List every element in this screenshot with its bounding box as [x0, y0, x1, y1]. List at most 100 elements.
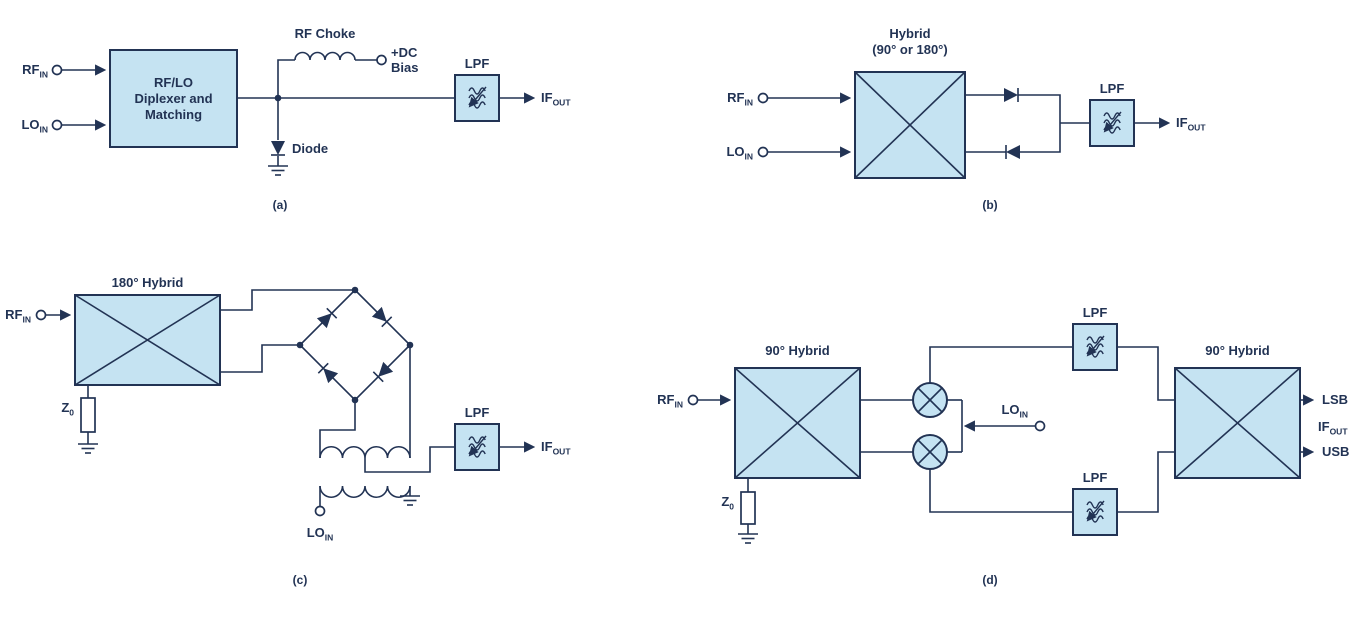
- diplexer-block: [109, 49, 238, 148]
- wire: [1117, 451, 1175, 513]
- label-sub: 0: [729, 502, 734, 512]
- lpf2-label: LPF: [1083, 470, 1108, 485]
- label-base: IF: [1176, 115, 1188, 130]
- label-base: RF: [657, 392, 674, 407]
- lpf1-label: LPF: [1083, 305, 1108, 320]
- hybrid2-label: 90° Hybrid: [1205, 343, 1270, 358]
- z0-label: Z0: [61, 400, 74, 418]
- label-sub: OUT: [553, 447, 572, 457]
- ground-icon: [399, 495, 421, 506]
- caption-d: (d): [982, 573, 997, 587]
- wire: [319, 400, 356, 458]
- label-base: LO: [1001, 402, 1019, 417]
- wire: [364, 446, 455, 473]
- label-base: IF: [541, 439, 553, 454]
- wire: [1018, 94, 1061, 123]
- label-base: IF: [541, 90, 553, 105]
- caption-a: (a): [273, 198, 288, 212]
- lo-in-terminal: [51, 119, 63, 131]
- rf-in-terminal: [35, 309, 47, 321]
- label-base: RF: [5, 307, 22, 322]
- wire: [220, 289, 355, 311]
- diagram-b: Hybrid (90° or 180°) RFIN LOIN LPF IFOUT…: [726, 26, 1206, 212]
- lo-in-terminal: [757, 146, 769, 158]
- if-out-label: IFOUT: [541, 439, 571, 457]
- dc-bias-label-line2: Bias: [391, 60, 418, 75]
- lo-in-terminal: [314, 505, 326, 517]
- diode-icon: [1003, 87, 1019, 103]
- label-sub: IN: [675, 400, 684, 410]
- transformer-secondary-coil: [319, 485, 411, 498]
- ground-icon: [737, 533, 759, 544]
- if-out-label: IFOUT: [1176, 115, 1206, 133]
- rf-in-label: RFIN: [727, 90, 753, 108]
- label-sub: IN: [325, 533, 334, 543]
- wire: [1020, 123, 1061, 153]
- diagram-d: 90° Hybrid RFIN Z0 LOIN LPF: [657, 305, 1349, 587]
- rf-in-label: RFIN: [657, 392, 683, 410]
- diode-icon: [270, 140, 286, 156]
- if-out-label: IFOUT: [541, 90, 571, 108]
- hybrid-label-line2: (90° or 180°): [872, 42, 947, 57]
- rf-in-label: RFIN: [22, 62, 48, 80]
- hybrid-x-line: [1174, 367, 1301, 479]
- hybrid1-label: 90° Hybrid: [765, 343, 830, 358]
- wire: [220, 344, 300, 373]
- label-sub: IN: [40, 70, 49, 80]
- label-sub: 0: [69, 408, 74, 418]
- ground-icon: [267, 165, 289, 176]
- label-sub: IN: [1020, 410, 1029, 420]
- lpf-label: LPF: [465, 56, 490, 71]
- z0-resistor: [740, 491, 756, 525]
- label-base: Z: [61, 400, 69, 415]
- wire: [277, 59, 295, 98]
- rf-in-terminal: [757, 92, 769, 104]
- lsb-label: LSB: [1322, 392, 1348, 407]
- label-base: RF: [727, 90, 744, 105]
- diode-ring: [298, 288, 412, 402]
- diplexer-label-line2: Diplexer and: [134, 91, 212, 106]
- hybrid-label: 180° Hybrid: [112, 275, 184, 290]
- label-base: Z: [721, 494, 729, 509]
- rf-in-label: RFIN: [5, 307, 31, 325]
- wire: [1117, 346, 1175, 401]
- rf-choke-inductor-icon: [294, 51, 356, 61]
- label-base: IF: [1318, 419, 1330, 434]
- lpf-label: LPF: [1100, 81, 1125, 96]
- hybrid-label-line1: Hybrid: [889, 26, 930, 41]
- if-out-label: IFOUT: [1318, 419, 1348, 437]
- mixer-x-line: [917, 439, 943, 465]
- diagram-a: RFIN LOIN RF/LO Diplexer and Matching RF…: [21, 26, 571, 212]
- dc-bias-label-line1: +DC: [391, 45, 418, 60]
- diagram-c: 180° Hybrid RFIN Z0 LOIN: [5, 275, 571, 587]
- lpf-box: [454, 423, 500, 471]
- usb-label: USB: [1322, 444, 1349, 459]
- diode-label: Diode: [292, 141, 328, 156]
- hybrid-x-line: [74, 294, 221, 386]
- transformer-primary-coil: [319, 446, 411, 459]
- diplexer-label-line1: RF/LO: [154, 75, 193, 90]
- ground-icon: [77, 443, 99, 454]
- label-sub: OUT: [1330, 427, 1349, 437]
- diplexer-label-line3: Matching: [145, 107, 202, 122]
- dc-bias-terminal: [376, 54, 387, 66]
- rf-choke-label: RF Choke: [295, 26, 356, 41]
- hybrid-x-line: [854, 71, 966, 179]
- lo-in-label: LOIN: [726, 144, 753, 162]
- label-sub: OUT: [1188, 123, 1207, 133]
- mixer-x-line: [917, 387, 943, 413]
- lo-in-terminal: [1034, 420, 1046, 432]
- label-base: RF: [22, 62, 39, 77]
- junction-dot: [351, 286, 359, 294]
- label-sub: IN: [745, 98, 754, 108]
- label-sub: IN: [40, 125, 49, 135]
- diode-icon: [1005, 144, 1021, 160]
- hybrid-x-line: [734, 367, 861, 479]
- lpf-label: LPF: [465, 405, 490, 420]
- lo-in-label: LOIN: [21, 117, 48, 135]
- z0-resistor: [80, 397, 96, 433]
- label-sub: IN: [745, 152, 754, 162]
- lo-in-label: LOIN: [1001, 402, 1028, 420]
- z0-label: Z0: [721, 494, 734, 512]
